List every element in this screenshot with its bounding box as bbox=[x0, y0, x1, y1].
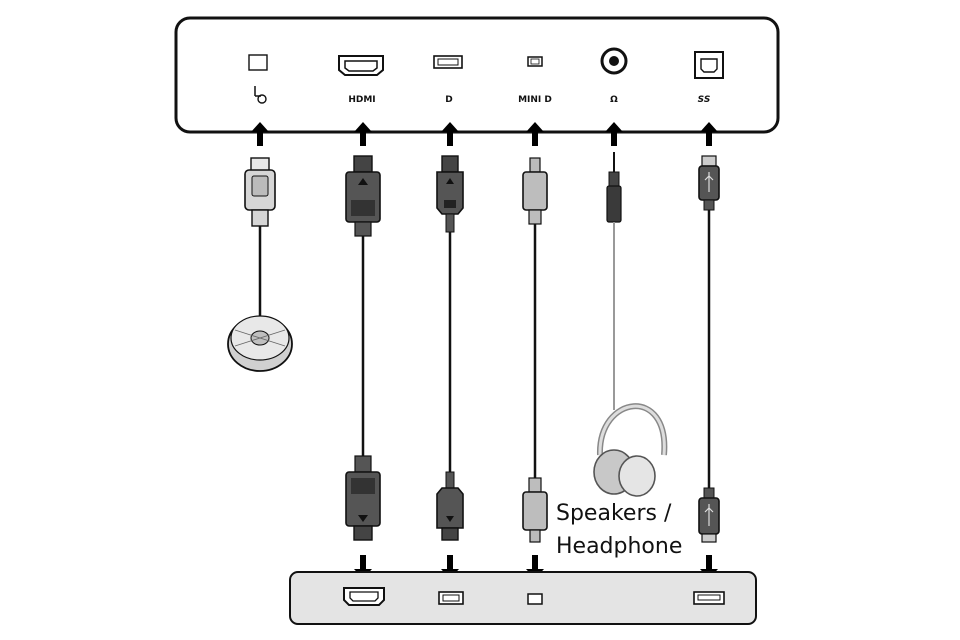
headphone-jack-icon bbox=[600, 47, 628, 75]
usb-port-label: SS bbox=[698, 95, 711, 105]
osd-controller-port-icon bbox=[248, 54, 268, 104]
computer-io-panel bbox=[289, 571, 757, 625]
upload-arrows bbox=[251, 122, 718, 146]
monitor-io-panel bbox=[174, 16, 780, 134]
osd-controller-puck bbox=[227, 315, 293, 372]
mini-displayport-port-label: MINI D bbox=[518, 95, 552, 105]
speakers-headphone-caption-line2: Headphone bbox=[556, 534, 682, 559]
displayport-port-label: D bbox=[445, 95, 452, 105]
computer-mini-displayport-icon bbox=[527, 593, 543, 605]
hdmi-cable bbox=[345, 155, 381, 541]
usb-b-port-icon bbox=[694, 51, 724, 79]
computer-displayport-icon bbox=[438, 591, 464, 605]
hdmi-port-icon bbox=[338, 55, 384, 76]
mini-displayport-icon bbox=[527, 56, 543, 67]
headphone-cable bbox=[606, 152, 622, 410]
hdmi-port-label: HDMI bbox=[348, 95, 375, 105]
computer-hdmi-port-icon bbox=[343, 587, 385, 606]
displayport-cable bbox=[436, 155, 464, 541]
mini-displayport-cable bbox=[522, 157, 548, 543]
headphone-port-label: Ω bbox=[610, 95, 618, 105]
speakers-headphone-caption-line1: Speakers / bbox=[556, 501, 672, 526]
usb-cable bbox=[698, 155, 720, 543]
headphones-icon bbox=[593, 403, 668, 497]
displayport-icon bbox=[433, 55, 463, 69]
computer-usb-port-icon bbox=[693, 591, 725, 605]
osd-controller-cable bbox=[244, 157, 276, 316]
